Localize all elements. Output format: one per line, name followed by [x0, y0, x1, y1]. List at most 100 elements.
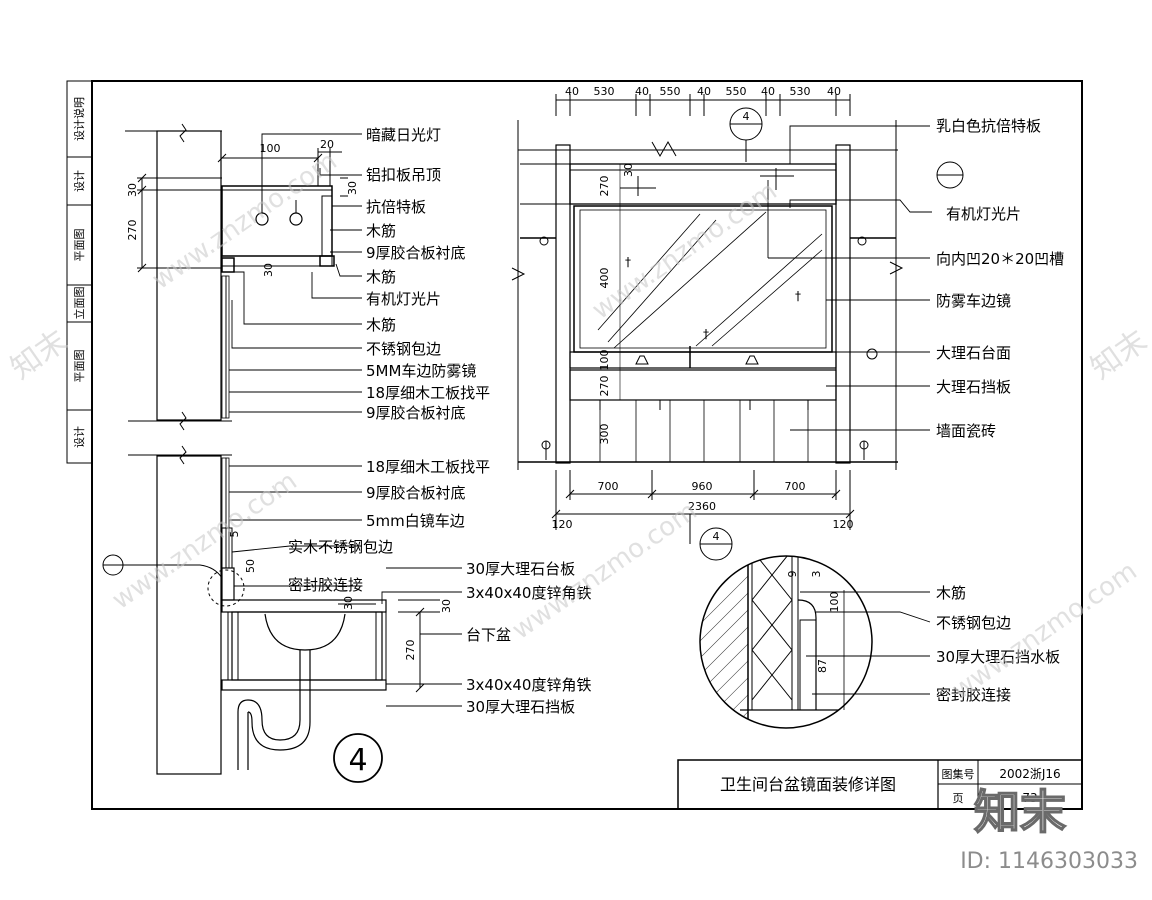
drain-pipe: [237, 650, 301, 770]
bottom-edge-left: 120: [552, 518, 573, 531]
dim-30e: 30: [440, 599, 453, 613]
elev-wall-right: [835, 144, 851, 464]
label-wall-tile: 墙面瓷砖: [936, 422, 996, 440]
dim-270: 270: [126, 220, 139, 241]
section-number: 4: [348, 743, 367, 778]
label-angle-iron-2: 3x40x40度锌角铁: [466, 676, 591, 694]
label-white-board: 乳白色抗倍特板: [936, 117, 1041, 135]
label-marble-top: 大理石台面: [936, 344, 1011, 362]
bottom-edge-right: 120: [833, 518, 854, 531]
dim-20: 20: [320, 138, 334, 151]
detail-dim-100: 100: [828, 592, 841, 613]
dim-30a: 30: [126, 183, 139, 197]
top-dim-6: 550: [726, 85, 747, 98]
dim-30c: 30: [262, 263, 275, 277]
top-dim-9: 40: [827, 85, 841, 98]
label-marble-baffle-r: 大理石挡板: [936, 378, 1011, 396]
label-white-mirror: 5mm白镜车边: [366, 512, 465, 530]
elev-light-box: [569, 163, 837, 205]
elev-dim-400: 400: [598, 268, 611, 289]
label-blockboard-2: 18厚细木工板找平: [366, 458, 490, 476]
watermark-1: www.znzmo.com: [147, 146, 343, 296]
svg-text:†: †: [625, 255, 631, 269]
lamp-icon: [289, 212, 303, 226]
label-organic-sheet: 有机灯光片: [366, 290, 441, 308]
label-sealant: 密封胶连接: [288, 576, 363, 594]
strip-cell-3: 平面图: [73, 229, 86, 262]
label-solid-wood-edge: 实木不锈钢包边: [288, 538, 393, 556]
section-number-circle: [333, 733, 383, 783]
bottom-dim-2: 960: [692, 480, 713, 493]
atlas-number: 2002浙J16: [999, 767, 1060, 781]
basin-bowl: [264, 613, 346, 651]
watermark-3: www.znzmo.com: [107, 466, 303, 616]
brand-logo: 知末: [974, 785, 1066, 839]
label-steel-edge: 不锈钢包边: [366, 340, 441, 358]
counter-slab: [221, 599, 387, 613]
right-labels: 乳白色抗倍特板 有机灯光片 向内凹20＊20凹槽 防雾车边镜 大理石台面 大理石…: [936, 117, 1064, 440]
top-dim-8: 530: [790, 85, 811, 98]
top-dim-3: 40: [635, 85, 649, 98]
label-blockboard: 18厚细木工板找平: [366, 384, 490, 402]
elev-dim-270b: 270: [598, 376, 611, 397]
elevation: 40 530 40 550 40 550 40 530 40: [511, 85, 964, 561]
bottom-total: 2360: [688, 500, 716, 513]
dim-270b: 270: [404, 640, 417, 661]
strip-cell-2: 设计: [73, 170, 86, 192]
page-number: 73: [1022, 791, 1037, 805]
label-groove: 向内凹20＊20凹槽: [936, 250, 1064, 268]
svg-text:†: †: [703, 327, 709, 341]
atlas-label: 图集号: [942, 767, 975, 781]
watermark-brand-1: 知末: [5, 323, 74, 386]
label-wood-rib: 木筋: [366, 222, 396, 240]
wall-lower: [156, 455, 222, 775]
strip-cell-1: 设计说明: [72, 97, 86, 141]
detail-dim-3: 3: [810, 571, 823, 578]
elev-dim-300: 300: [598, 424, 611, 445]
top-dim-7: 40: [761, 85, 775, 98]
strip-cell-6: 设计: [73, 426, 86, 448]
left-section: 100 20 30 270 30 30 30: [102, 123, 453, 783]
strip-cell-5: 平面图: [73, 350, 86, 383]
label-aluminum-ceiling: 铝扣板吊顶: [366, 166, 441, 184]
detail-circle: 9 3 100 87: [699, 555, 873, 729]
image-id: ID: 1146303033: [960, 849, 1138, 874]
bottom-dim-3: 700: [785, 480, 806, 493]
label-undermount-basin: 台下盆: [466, 626, 511, 644]
callout-bottom-number: 4: [713, 530, 720, 543]
label-antifog-mirror-r: 防雾车边镜: [936, 292, 1011, 310]
title-block: 卫生间台盆镜面装修详图 图集号 2002浙J16 页 73: [677, 759, 1083, 810]
label-organic-sheet-r: 有机灯光片: [946, 205, 1021, 223]
drawing-title: 卫生间台盆镜面装修详图: [720, 775, 896, 794]
detail-callout-circle: [207, 569, 245, 607]
dim-50: 50: [244, 559, 257, 573]
page-label: 页: [953, 792, 964, 805]
label-plywood-3: 9厚胶合板衬底: [366, 484, 466, 502]
label-detail-sealant: 密封胶连接: [936, 686, 1011, 704]
side-strip: 设计说明 设计 平面图 立面图 平面图 设计: [66, 80, 93, 464]
label-board: 抗倍特板: [366, 198, 426, 216]
elev-dim-100: 100: [598, 350, 611, 371]
detail-leaders: [800, 591, 931, 695]
callout-top-number: 4: [743, 110, 750, 123]
right-leaders: [767, 125, 932, 431]
strip-cell-4: 立面图: [72, 287, 86, 320]
detail-dim-9: 9: [786, 571, 799, 578]
elev-wall-left: [555, 144, 571, 464]
elev-dim-270: 270: [598, 176, 611, 197]
label-detail-wood-rib: 木筋: [936, 584, 966, 602]
left-labels: 暗藏日光灯 铝扣板吊顶 抗倍特板 木筋 9厚胶合板衬底 木筋 有机灯光片 木筋 …: [288, 126, 591, 716]
watermark-brand-2: 知末: [1085, 323, 1152, 386]
label-marble-counter: 30厚大理石台板: [466, 560, 575, 578]
left-leaders: [229, 133, 462, 707]
label-marble-baffle: 30厚大理石挡板: [466, 698, 575, 716]
label-wood-rib-3: 木筋: [366, 316, 396, 334]
svg-text:†: †: [795, 289, 801, 303]
detail-labels: 木筋 不锈钢包边 30厚大理石挡水板 密封胶连接: [936, 584, 1060, 704]
top-dim-5: 40: [697, 85, 711, 98]
dim-5: 5: [228, 531, 241, 538]
label-concealed-light: 暗藏日光灯: [366, 126, 441, 144]
dim-100: 100: [260, 142, 281, 155]
label-antifog-mirror: 5MM车边防雾镜: [366, 362, 476, 380]
